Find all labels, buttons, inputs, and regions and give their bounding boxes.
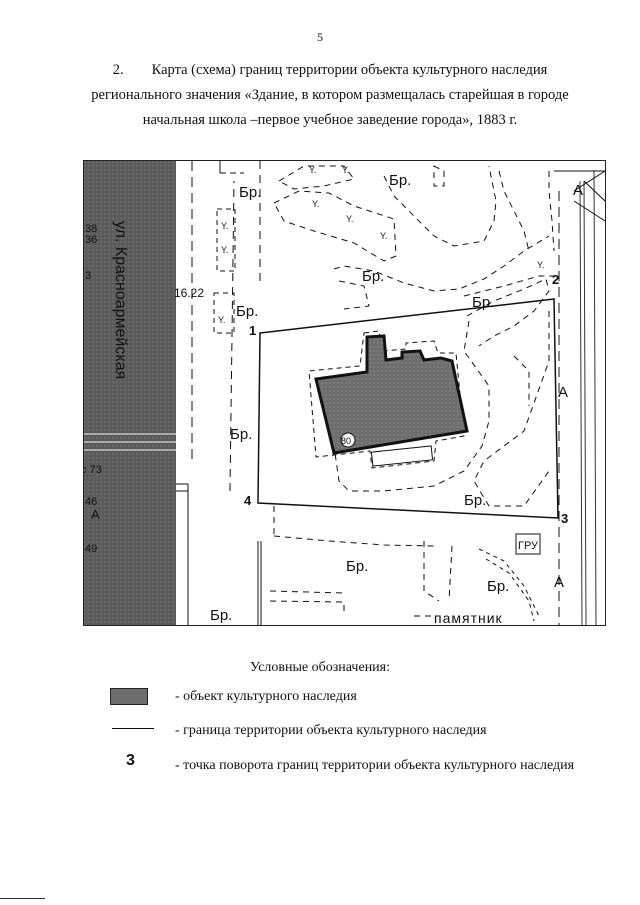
house-number-badge xyxy=(340,432,356,448)
point-2: 2 xyxy=(552,272,559,287)
monument-label: памятник xyxy=(434,610,503,625)
tree-5: Y. xyxy=(342,165,349,175)
heading-line-2: регионального значения «Здание, в которо… xyxy=(91,87,569,103)
tree-6: Y. xyxy=(312,199,319,209)
item-number: 2. xyxy=(112,62,124,78)
legend-point-text: - точка поворота границ территории объек… xyxy=(175,758,575,773)
document-heading: 2. Карта (схема) границ территории объект… xyxy=(60,58,600,133)
label-br-7: Бр. xyxy=(464,492,486,509)
label-br-2: Бр. xyxy=(389,172,411,189)
street-marker-1: 38 xyxy=(85,223,97,235)
label-br-8: Бр. xyxy=(346,558,368,575)
label-a-2: А xyxy=(558,384,568,401)
heading-line-1: 2. Карта (схема) границ территории объект… xyxy=(60,58,600,83)
street-a-label: А xyxy=(91,507,100,522)
boundary-map: ул. Красноармейская 38 36 3 c 73 46 А 49… xyxy=(83,160,606,626)
tree-7: Y. xyxy=(346,214,353,224)
elevation-label: 16.22 xyxy=(174,286,204,300)
street-name: ул. Красноармейская xyxy=(112,221,129,379)
gru-label: ГРУ xyxy=(518,540,539,552)
label-a-3: А xyxy=(554,574,564,591)
house-number: 80 xyxy=(341,436,351,446)
label-br-3: Бр. xyxy=(362,268,384,285)
label-br-4: Бр. xyxy=(236,303,258,320)
label-br-1: Бр. xyxy=(239,184,261,201)
label-br-10: Бр. xyxy=(210,607,232,624)
map-canvas: ул. Красноармейская 38 36 3 c 73 46 А 49… xyxy=(84,161,605,625)
label-br-9: Бр. xyxy=(487,578,509,595)
point-sample: 3 xyxy=(126,752,135,769)
point-4: 4 xyxy=(244,493,252,508)
gru-box xyxy=(515,533,541,555)
road-edges xyxy=(176,161,605,625)
annex-rect xyxy=(370,445,434,467)
tree-9: Y. xyxy=(537,260,544,270)
heading-line-1-text: Карта (схема) границ территории объекта … xyxy=(151,62,548,78)
tree-3: Y. xyxy=(218,315,225,325)
point-3: 3 xyxy=(561,511,568,526)
street-marker-4: c 73 xyxy=(84,464,102,476)
street-marker-6: 49 xyxy=(85,543,97,555)
legend-title: Условные обозначения: xyxy=(249,660,391,675)
tree-1: Y. xyxy=(221,221,228,231)
tree-8: Y. xyxy=(380,231,387,241)
street-strip xyxy=(84,161,176,625)
legend-heritage-text: - объект культурного наследия xyxy=(175,689,357,704)
boundary-line-sample xyxy=(112,728,154,729)
tree-4: Y. xyxy=(309,165,316,175)
label-br-6: Бр. xyxy=(230,426,252,443)
heritage-boundary xyxy=(257,298,559,519)
point-1: 1 xyxy=(249,323,256,338)
heritage-swatch xyxy=(110,688,148,705)
tree-2: Y. xyxy=(221,245,228,255)
plot-left-1 xyxy=(216,208,236,272)
label-a-1: А xyxy=(573,182,583,199)
street-marker-3: 3 xyxy=(85,270,91,282)
building-outline xyxy=(308,330,465,469)
page-number: 5 xyxy=(317,30,323,44)
street-marker-5: 46 xyxy=(85,496,97,508)
street-marker-2: 36 xyxy=(85,234,97,246)
heritage-building xyxy=(314,334,469,455)
footer-rule xyxy=(0,898,45,899)
heading-line-3: начальная школа –первое учебное заведени… xyxy=(142,112,518,128)
park-contours xyxy=(269,165,555,617)
plot-left-2 xyxy=(213,292,235,334)
legend-boundary-text: - граница территории объекта культурного… xyxy=(175,723,487,738)
